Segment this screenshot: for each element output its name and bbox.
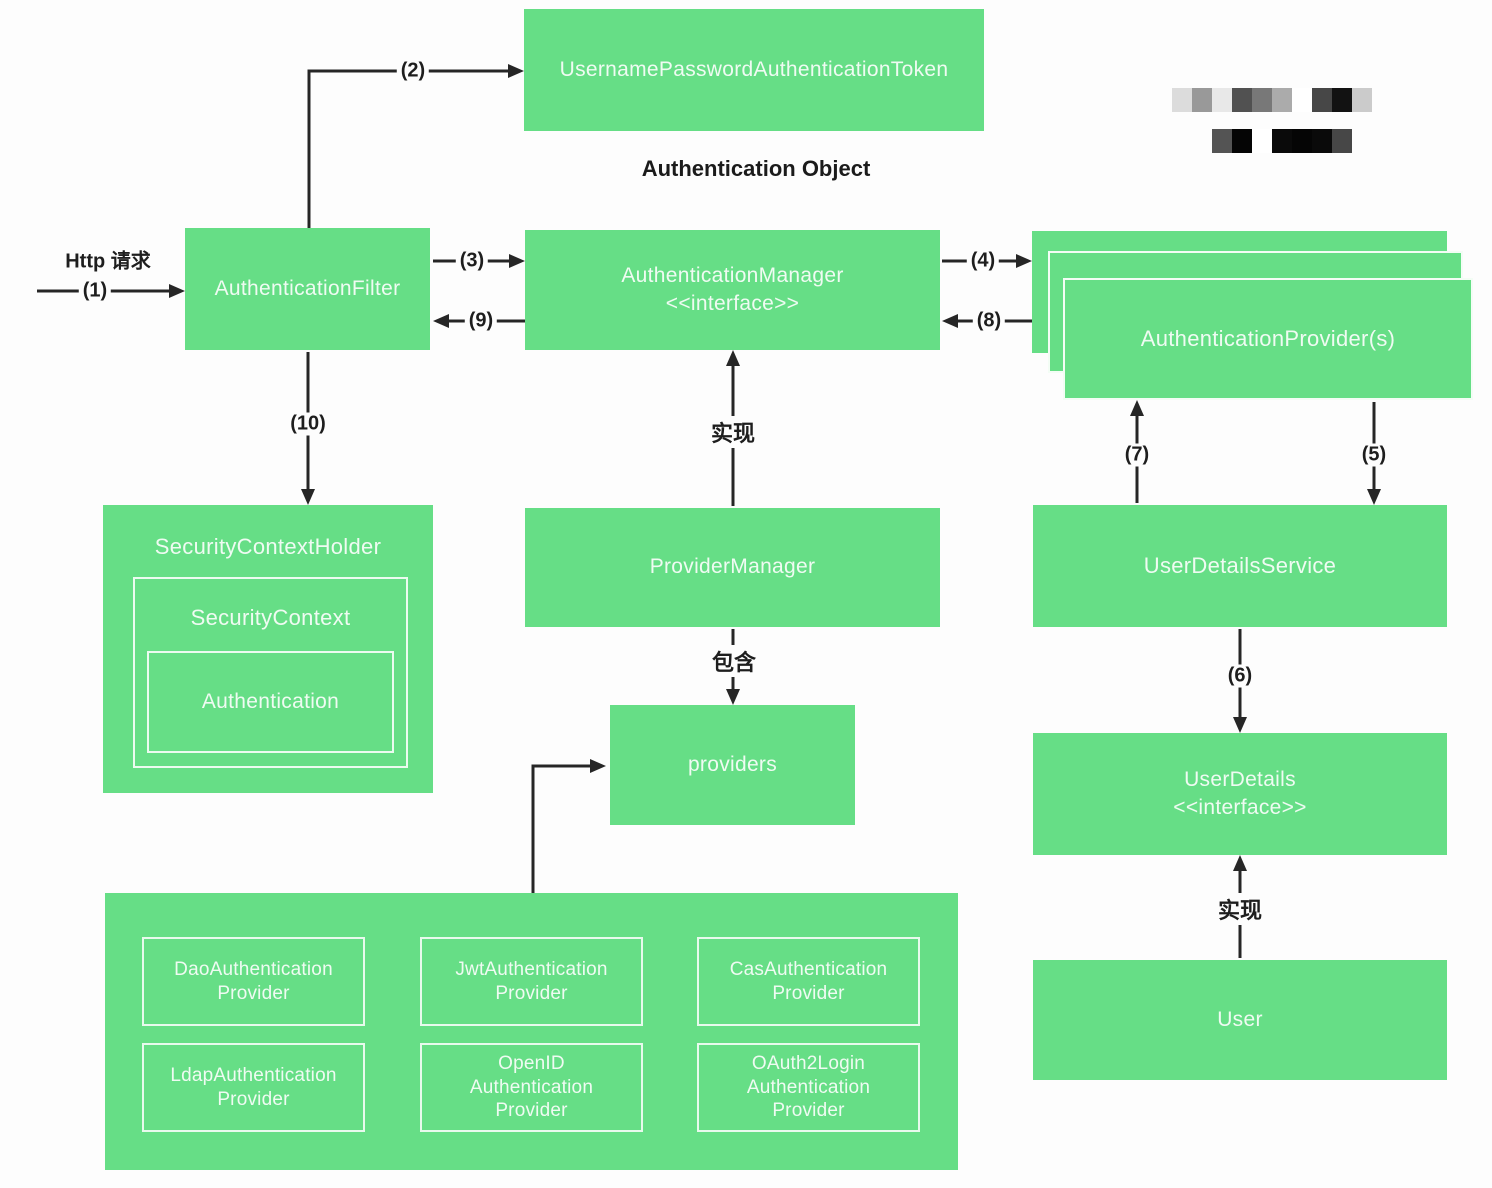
node-authentication-manager: AuthenticationManager <<interface>> [525,230,940,350]
edge-label-2: (2) [396,59,430,83]
node-authentication-providers: AuthenticationProvider(s) [1063,278,1473,400]
watermark-mosaic-row-2 [1212,129,1352,153]
node-provider-manager: ProviderManager [525,508,940,627]
http-request-label: Http 请求 [61,244,155,274]
node-label: UserDetailsService [1143,553,1337,579]
node-oauth2-login-authentication-provider: OAuth2Login Authentication Provider [697,1043,920,1132]
edge-label-9: (9) [464,309,498,333]
node-label: providers [687,752,778,776]
node-label: SecurityContext [190,605,351,630]
node-user-details-service: UserDetailsService [1033,505,1447,627]
node-provider-implementations-container: DaoAuthentication Provider JwtAuthentica… [105,893,958,1170]
node-security-context-holder: SecurityContextHolder SecurityContext Au… [103,505,433,793]
node-stereotype: <<interface>> [665,292,800,315]
edge-label-implements-right: 实现 [1213,893,1267,925]
node-authentication: Authentication [147,651,394,753]
watermark-mosaic-row-1 [1172,88,1372,112]
edge-label-6: (6) [1223,664,1257,688]
node-label: User [1217,1007,1263,1031]
node-jwt-authentication-provider: JwtAuthentication Provider [420,937,643,1026]
node-user: User [1033,960,1447,1080]
node-ldap-authentication-provider: LdapAuthentication Provider [142,1043,365,1132]
edge-label-4: (4) [966,249,1000,273]
node-label: AuthenticationFilter [214,276,401,300]
edge-label-5: (5) [1357,443,1391,467]
arrow-impls-to-providers [531,759,606,893]
authentication-object-note: Authentication Object [641,156,871,181]
edge-label-10: (10) [286,412,330,436]
node-openid-authentication-provider: OpenID Authentication Provider [420,1043,643,1132]
edge-label-7: (7) [1120,443,1154,467]
node-cas-authentication-provider: CasAuthentication Provider [697,937,920,1026]
node-label: SecurityContextHolder [154,534,382,559]
node-label: ProviderManager [649,555,816,579]
node-label: AuthenticationManager [621,263,844,287]
edge-label-contains: 包含 [707,645,761,677]
node-label: AuthenticationProvider(s) [1140,326,1396,352]
edge-label-implements-mid: 实现 [706,416,760,448]
node-providers: providers [610,705,855,825]
edge-label-3: (3) [455,249,489,273]
node-user-details: UserDetails <<interface>> [1033,733,1447,855]
arrow-2-filter-to-token [307,64,524,228]
node-username-password-authentication-token: UsernamePasswordAuthenticationToken [524,9,984,131]
node-authentication-filter: AuthenticationFilter [185,228,430,350]
node-label: UsernamePasswordAuthenticationToken [559,57,949,81]
node-label: Authentication [201,689,340,713]
node-dao-authentication-provider: DaoAuthentication Provider [142,937,365,1026]
node-security-context: SecurityContext Authentication [133,577,408,768]
edge-label-8: (8) [972,309,1006,333]
node-stereotype: <<interface>> [1173,796,1307,819]
node-label: UserDetails [1184,767,1296,791]
edge-label-1: (1) [78,279,112,303]
